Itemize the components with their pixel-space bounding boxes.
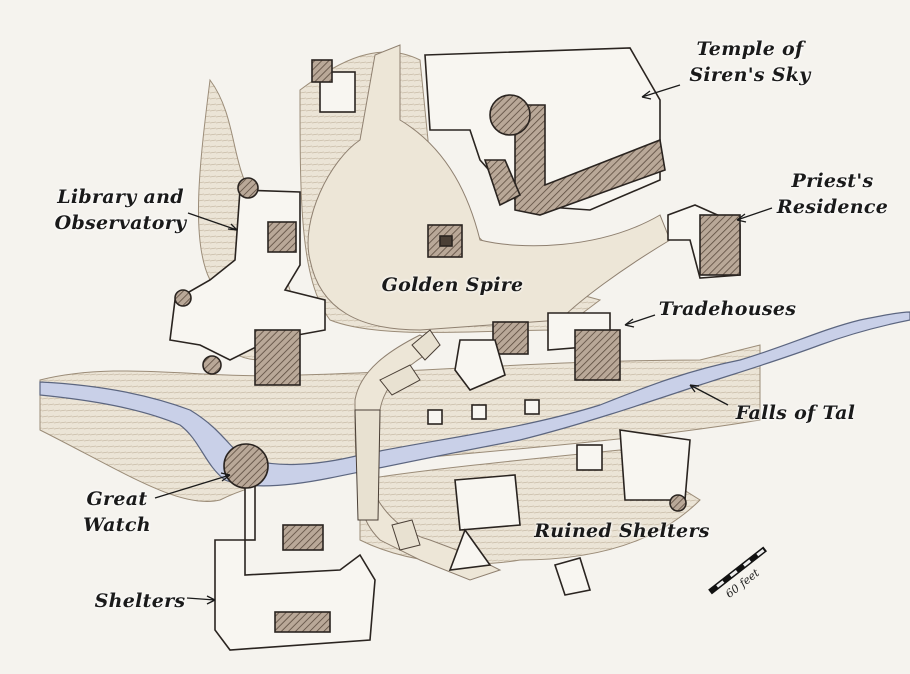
label-shelters: Shelters bbox=[94, 590, 186, 612]
label-falls-of-tal: Falls of Tal bbox=[735, 402, 856, 424]
label-golden-spire: Golden Spire bbox=[381, 274, 524, 296]
ruined-shelter bbox=[619, 429, 691, 501]
scale-bar bbox=[708, 546, 768, 595]
temple-roof bbox=[514, 104, 666, 216]
buildings bbox=[169, 47, 741, 651]
label-temple: Temple of Siren's Sky bbox=[685, 36, 815, 88]
label-library: Library and Observatory bbox=[48, 184, 193, 236]
label-priest-residence: Priest's Residence bbox=[770, 168, 895, 220]
label-tradehouses: Tradehouses bbox=[658, 298, 797, 320]
watch-tower bbox=[214, 539, 376, 651]
label-priest-line1: Priest's bbox=[791, 170, 874, 192]
label-watch-line2: Watch bbox=[83, 514, 151, 536]
river-falls-of-tal bbox=[39, 311, 910, 487]
label-priest-line2: Residence bbox=[776, 196, 889, 218]
great-watch bbox=[223, 443, 269, 489]
label-temple-line2: Siren's Sky bbox=[689, 64, 811, 86]
label-arrows bbox=[154, 84, 773, 605]
temple-rotunda bbox=[489, 94, 531, 136]
label-library-line1: Library and bbox=[57, 186, 184, 208]
bridge bbox=[354, 329, 441, 551]
label-temple-line1: Temple of bbox=[696, 38, 804, 60]
observatory-dome bbox=[237, 177, 259, 199]
label-great-watch: Great Watch bbox=[72, 486, 162, 538]
label-watch-line1: Great bbox=[86, 488, 148, 510]
label-ruined-shelters: Ruined Shelters bbox=[534, 520, 710, 542]
label-library-line2: Observatory bbox=[54, 212, 187, 234]
